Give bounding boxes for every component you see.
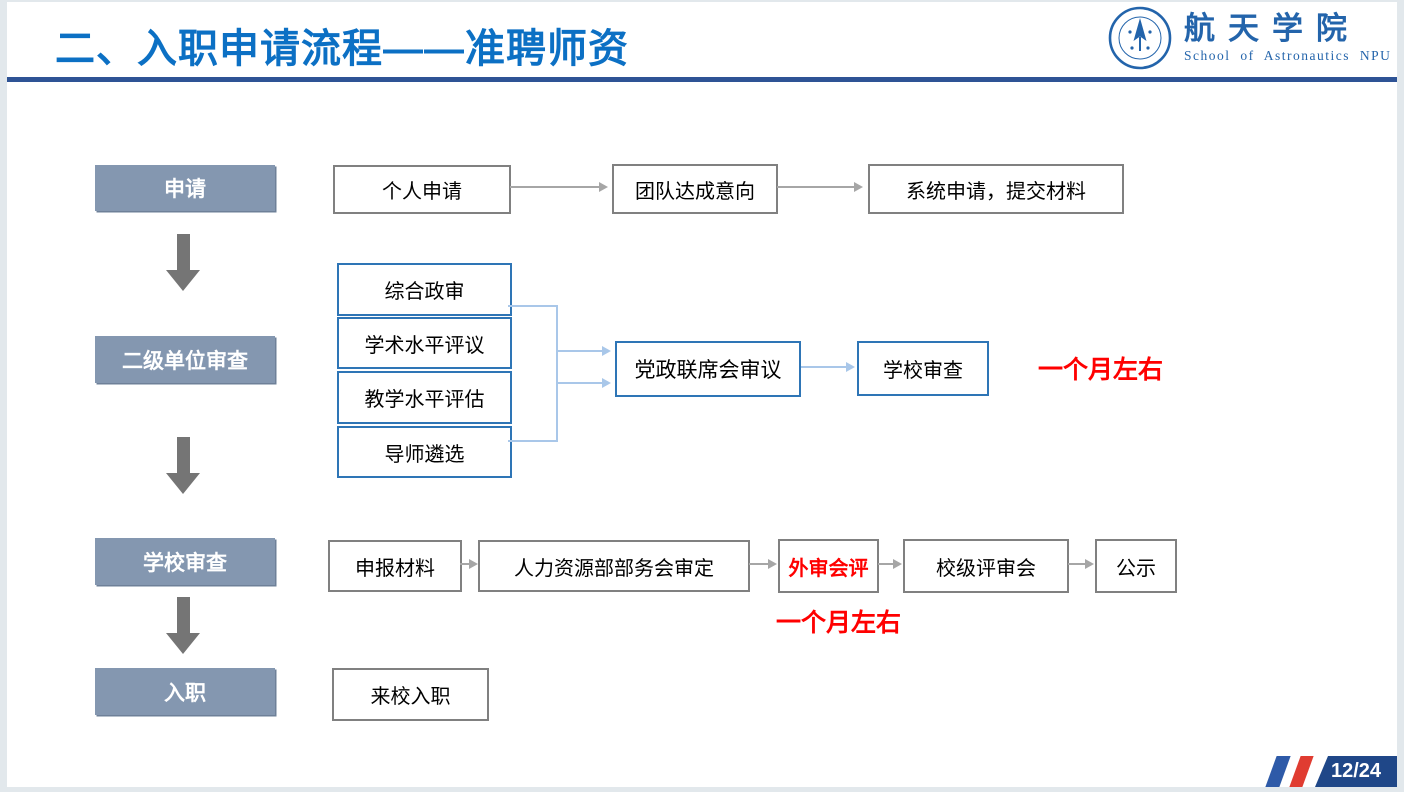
slide-edge <box>1397 0 1404 792</box>
arrow-right-icon <box>510 182 608 192</box>
down-arrow-icon <box>166 597 200 654</box>
logo-name-en: School of Astronautics NPU <box>1184 48 1392 63</box>
down-arrow-icon <box>166 437 200 494</box>
slide-edge <box>0 0 1404 2</box>
stage-box-apply: 申请 <box>95 165 275 211</box>
title-underline <box>7 77 1397 82</box>
arrow-right-icon <box>1068 559 1094 569</box>
flow-box-come-to-campus: 来校入职 <box>332 668 489 721</box>
arrow-right-icon <box>460 559 478 569</box>
connector-line <box>508 305 558 307</box>
slide-edge <box>0 0 7 792</box>
arrow-right-icon <box>557 346 611 356</box>
stage-box-unit-review: 二级单位审查 <box>95 336 275 383</box>
flow-box-external-review: 外审会评 <box>778 539 879 593</box>
rocket-icon <box>1133 18 1147 41</box>
flow-box-political-check: 综合政审 <box>337 263 512 316</box>
arrow-right-icon <box>557 378 611 388</box>
flow-box-system-application: 系统申请，提交材料 <box>868 164 1124 214</box>
slide-title: 二、入职申请流程——准聘师资 <box>55 27 629 71</box>
down-arrow-icon <box>166 234 200 291</box>
flow-box-academic-evaluation: 学术水平评议 <box>337 317 512 369</box>
astronautics-emblem-icon <box>1108 6 1172 70</box>
flow-box-personal-application: 个人申请 <box>333 165 511 214</box>
flow-box-teaching-assessment: 教学水平评估 <box>337 371 512 424</box>
connector-line <box>508 440 558 442</box>
stage-box-onboard: 入职 <box>95 668 275 715</box>
flow-box-university-committee: 校级评审会 <box>903 539 1069 593</box>
slide-edge <box>0 787 1404 792</box>
arrow-right-icon <box>777 182 863 192</box>
duration-note-unit-review: 一个月左右 <box>1038 356 1164 384</box>
stage-box-school-review: 学校审查 <box>95 538 275 585</box>
arrow-right-icon <box>749 559 777 569</box>
duration-note-school-review: 一个月左右 <box>776 609 902 637</box>
external-review-label: 外审会评 <box>788 557 869 580</box>
flow-box-application-materials: 申报材料 <box>328 540 462 592</box>
arrow-right-icon <box>801 362 855 372</box>
flow-box-joint-meeting: 党政联席会审议 <box>615 341 801 397</box>
flow-box-school-check: 学校审查 <box>857 341 989 396</box>
flow-box-public-notice: 公示 <box>1095 539 1177 593</box>
page-number-badge: 12/24 <box>1315 756 1397 787</box>
flow-box-team-agreement: 团队达成意向 <box>612 164 778 214</box>
flow-box-mentor-selection: 导师遴选 <box>337 426 512 478</box>
connector-line <box>556 305 558 442</box>
flow-box-hr-department-review: 人力资源部部务会审定 <box>478 540 750 592</box>
arrow-right-icon <box>878 559 902 569</box>
school-logo: 航天学院 School of Astronautics NPU <box>1108 6 1391 70</box>
logo-name-cn: 航天学院 <box>1184 11 1360 46</box>
